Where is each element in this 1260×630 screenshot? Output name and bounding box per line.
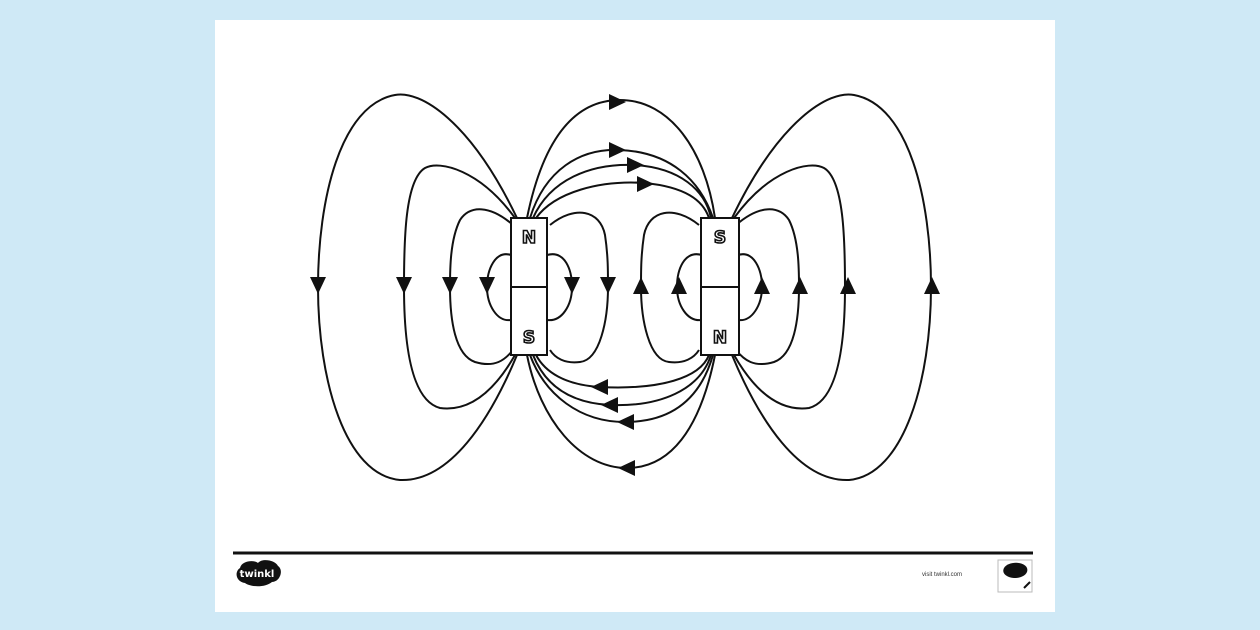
field-line [448,208,514,366]
south-pole-label: S [714,228,726,248]
right-magnet-field-loops [639,93,933,482]
field-line [735,208,801,366]
field-line [546,253,574,322]
arrow-down-icon [442,277,458,294]
field-line [402,164,516,410]
field-line [535,181,710,219]
right-bar-magnet: S N [700,217,740,356]
north-pole-label: N [522,228,536,248]
arrow-up-icon [840,277,856,294]
arrow-up-icon [792,277,808,294]
arrow-up-icon [754,277,770,294]
field-line [549,211,610,364]
twinkl-logo: twinkl [236,560,281,587]
arrow-right-icon [609,142,626,158]
arrow-left-icon [618,460,635,476]
twinkl-badge [997,559,1033,593]
field-line [639,211,700,364]
arrow-down-icon [479,277,495,294]
svg-text:twinkl: twinkl [240,569,275,580]
left-bar-magnet: N S [510,217,548,356]
arrow-right-icon [637,176,654,192]
connecting-field-lines [526,98,716,470]
footer-website: visit twinkl.com [922,572,963,578]
arrow-down-icon [564,277,580,294]
arrow-up-icon [924,277,940,294]
left-magnet-field-loops [316,93,610,482]
arrow-down-icon [396,277,412,294]
field-arrows [310,94,940,476]
arrow-right-icon [627,157,644,173]
north-pole-label: N [713,328,727,348]
arrow-down-icon [600,277,616,294]
arrow-up-icon [633,277,649,294]
worksheet-page [215,20,1055,612]
arrow-up-icon [671,277,687,294]
field-line [526,354,716,470]
field-line [733,164,847,410]
arrow-down-icon [310,277,326,294]
field-line [529,148,714,219]
south-pole-label: S [523,328,535,348]
arrow-left-icon [617,414,634,430]
arrow-left-icon [601,397,618,413]
arrow-left-icon [591,379,608,395]
field-line [485,253,512,322]
arrow-right-icon [609,94,626,110]
